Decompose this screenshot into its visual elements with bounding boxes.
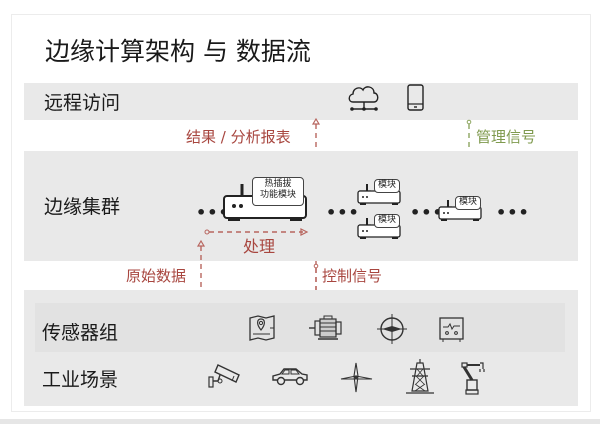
ellipsis-right: •••: [496, 203, 530, 222]
ellipsis-left: •••: [196, 203, 230, 222]
car-icon: [272, 368, 308, 386]
module-tag-1: 模块: [374, 179, 400, 193]
remote-access-layer: [24, 83, 578, 120]
smartphone-icon: [407, 84, 424, 111]
power-tower-icon: [406, 359, 434, 394]
robot-arm-icon: [461, 362, 485, 395]
hot-plug-tag-line2: 功能模块: [259, 190, 296, 200]
module-device-icon[interactable]: [438, 198, 482, 222]
processing-flow-arrow: [204, 228, 309, 236]
signal-monitor-icon: [439, 317, 464, 342]
cloud-network-icon: [348, 86, 379, 111]
raw-data-flow-label: 原始数据: [126, 267, 187, 285]
ellipsis-middle-right: •••: [410, 203, 444, 222]
bottom-strip: [0, 419, 600, 424]
wind-turbine-icon: [340, 362, 373, 393]
edge-cluster-label: 边缘集群: [44, 196, 121, 218]
industrial-scene-label: 工业场景: [42, 369, 119, 391]
compass-sensor-icon: [377, 314, 407, 344]
management-flow-label: 管理信号: [476, 128, 537, 146]
control-flow-label: 控制信号: [322, 267, 383, 285]
sensor-group-layer: [35, 303, 565, 352]
motor-icon: [309, 315, 342, 340]
module-tag-3: 模块: [455, 196, 481, 210]
surveillance-camera-icon: [208, 364, 240, 388]
page-title: 边缘计算架构 与 数据流: [45, 37, 311, 66]
sensor-group-label: 传感器组: [42, 322, 119, 344]
module-device-icon[interactable]: [357, 216, 401, 240]
results-flow-label: 结果 / 分析报表: [186, 128, 291, 146]
ellipsis-middle-left: •••: [326, 203, 360, 222]
map-location-icon: [249, 315, 275, 341]
remote-access-label: 远程访问: [44, 92, 121, 114]
processing-flow-label: 处理: [243, 237, 276, 256]
hot-plug-tag-line1: 热插拔: [264, 179, 292, 189]
module-tag-2: 模块: [374, 214, 400, 228]
hot-plug-module-tag[interactable]: 热插拔 功能模块: [252, 177, 304, 206]
